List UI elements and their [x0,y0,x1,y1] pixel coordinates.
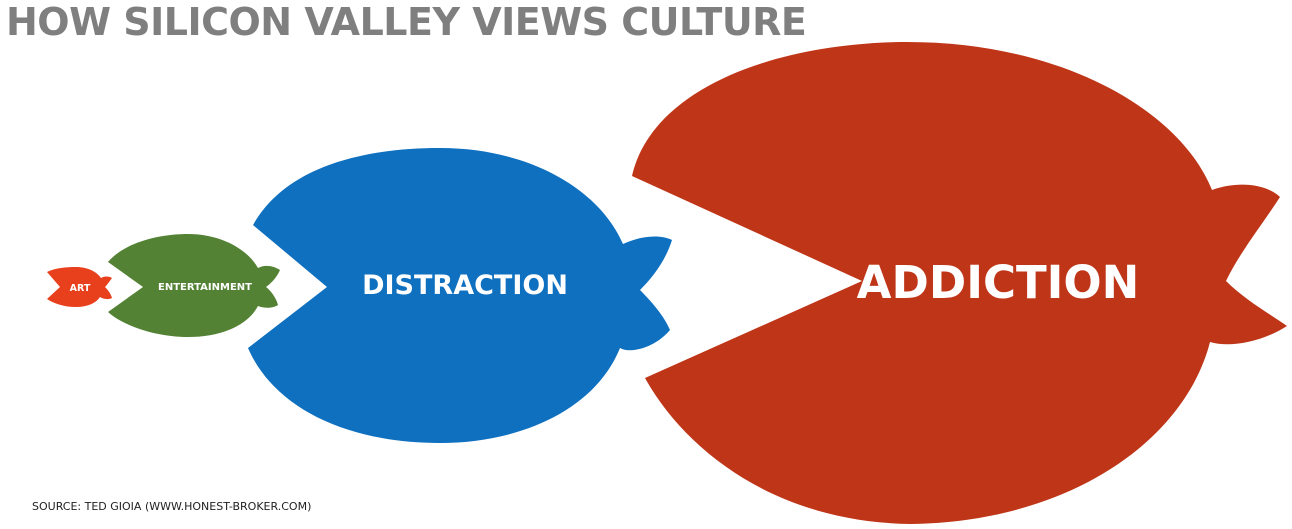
fish-distraction: DISTRACTION [248,148,672,443]
fish-entertainment-body [108,234,280,337]
fish-distraction-body [248,148,672,443]
fish-entertainment-label: ENTERTAINMENT [158,282,252,293]
source-credit: SOURCE: TED GIOIA (WWW.HONEST-BROKER.COM… [32,500,312,513]
fish-art-body [47,267,112,307]
fish-art: ART [47,267,112,307]
fish-entertainment: ENTERTAINMENT [108,234,280,337]
page-title: HOW SILICON VALLEY VIEWS CULTURE [6,0,807,44]
fish-addiction: ADDICTION [632,41,1287,525]
fish-distraction-label: DISTRACTION [362,270,568,301]
fish-art-label: ART [70,283,91,294]
fish-addiction-label: ADDICTION [857,256,1140,309]
fish-addiction-body [632,41,1287,525]
